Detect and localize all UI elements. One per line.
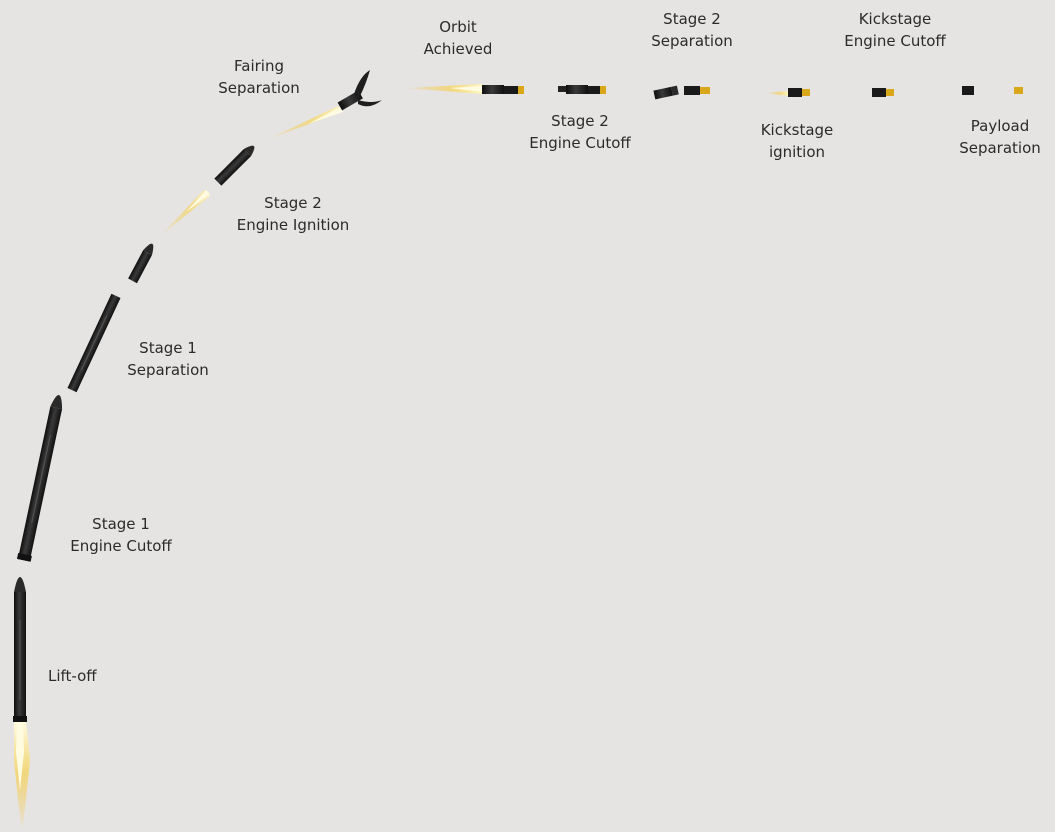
label-line2: Separation [218,79,300,97]
label-line1: Stage 2 [663,10,721,28]
rocket-liftoff [13,577,30,832]
rocket-stage2-cutoff [558,85,606,94]
label-line1: Stage 1 [139,339,197,357]
label-line1: Payload [970,117,1030,135]
rocket-kickstage-cutoff [872,88,894,97]
rocket-orbit-achieved [404,84,524,94]
label-stage1-separation: Stage 1 Separation [112,337,224,381]
label-line1: Kickstage [760,121,834,139]
label-line1: Fairing [234,57,284,75]
label-line2: Separation [651,32,733,50]
label-orbit-achieved: Orbit Achieved [408,16,508,60]
rocket-stage1-separated [67,293,121,393]
rocket-payload-separation [962,86,1023,95]
label-line1: Kickstage [858,10,932,28]
label-line2: ignition [768,143,826,161]
label-stage2-engine-cutoff: Stage 2 Engine Cutoff [512,110,648,154]
label-line2: Separation [127,361,209,379]
label-liftoff: Lift-off [48,665,97,687]
label-line2: Separation [959,139,1041,157]
label-kickstage-engine-cutoff: Kickstage Engine Cutoff [832,8,958,52]
rocket-upper-stage-separation [128,243,154,284]
label-kickstage-ignition: Kickstage ignition [744,119,850,163]
label-line1: Stage 1 [92,515,150,533]
label-line1: Stage 2 [264,194,322,212]
label-fairing-separation: Fairing Separation [200,55,318,99]
label-line2: Engine Cutoff [70,537,172,555]
label-line1: Orbit [439,18,477,36]
label-stage1-engine-cutoff: Stage 1 Engine Cutoff [58,513,184,557]
label-line1: Stage 2 [551,112,609,130]
label-stage2-engine-ignition: Stage 2 Engine Ignition [224,192,362,236]
rocket-stage1-cutoff [16,394,63,562]
label-liftoff-line1: Lift-off [48,667,97,685]
rocket-stage2-separation [653,85,710,100]
label-line2: Engine Cutoff [529,134,631,152]
label-line2: Achieved [423,40,493,58]
label-line2: Engine Cutoff [844,32,946,50]
rocket-stage2-ignition [160,145,255,236]
label-stage2-separation: Stage 2 Separation [636,8,748,52]
rocket-kickstage-ignition [766,88,810,97]
rocket-fairing-separation [266,70,382,140]
label-line2: Engine Ignition [236,216,350,234]
label-payload-separation: Payload Separation [944,115,1055,159]
